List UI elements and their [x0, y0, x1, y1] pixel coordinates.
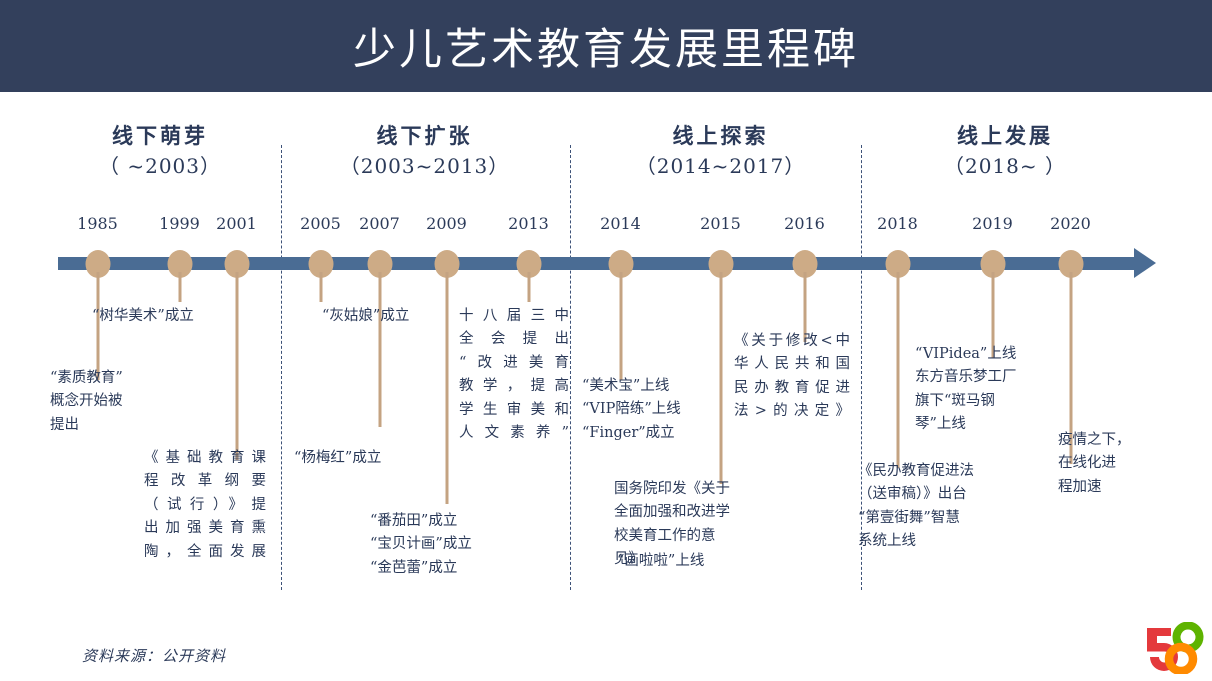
node-stem [445, 272, 448, 504]
source-note: 资料来源：公开资料 [82, 647, 227, 665]
timeline-canvas: 线下萌芽 （ ~2003） 线下扩张 （2003~2013） 线上探索 （201… [0, 92, 1212, 681]
phase-header-3: 线上探索 （2014~2017） [588, 122, 853, 179]
note-2020: 疫情之下， 在线化进 程加速 [1058, 432, 1131, 495]
year-label: 2018 [877, 214, 918, 233]
note-2005: “灰姑娘”成立 [322, 308, 410, 324]
node-stem [619, 272, 622, 380]
page-header: 少儿艺术教育发展里程碑 [0, 0, 1212, 92]
note-2016: 《关于修改<中 华人民共和国 民办教育促进 法>的决定》 [734, 333, 850, 420]
node-stem [378, 272, 381, 427]
year-label: 2016 [784, 214, 825, 233]
node-stem [319, 272, 322, 302]
year-label: 1999 [159, 214, 200, 233]
note-2009: “番茄田”成立 “宝贝计画”成立 “金芭蕾”成立 [370, 513, 472, 576]
note-2019: “VIPidea”上线 东方音乐梦工厂 旗下“斑马钢 琴”上线 [915, 346, 1017, 433]
phase-range: （ ~2003） [98, 154, 221, 179]
node-stem [991, 272, 994, 358]
year-label: 2001 [216, 214, 257, 233]
phase-header-2: 线下扩张 （2003~2013） [292, 122, 557, 179]
year-label: 2019 [972, 214, 1013, 233]
node-stem [235, 272, 238, 460]
phase-divider-3 [861, 145, 862, 590]
page-title: 少儿艺术教育发展里程碑 [353, 25, 859, 75]
timeline-axis [58, 257, 1138, 270]
year-label: 2005 [300, 214, 341, 233]
phase-divider-1 [281, 145, 282, 590]
year-label: 2015 [700, 214, 741, 233]
node-stem [719, 272, 722, 484]
note-2007: “杨梅红”成立 [294, 450, 382, 466]
note-2013: 十八届三中 全会提出 “改进美育 教学，提高 学生审美和 人文素养” [459, 308, 569, 442]
node-stem [178, 272, 181, 302]
phase-range: （2014~2017） [635, 154, 806, 179]
year-label: 2009 [426, 214, 467, 233]
node-stem [1069, 272, 1072, 464]
year-label: 1985 [77, 214, 118, 233]
note-2001: 《基础教育课 程改革纲要 （试行）》提 出加强美育熏 陶，全面发展 [144, 450, 266, 560]
phase-name: 线上探索 [672, 123, 769, 148]
phase-name: 线下扩张 [376, 123, 473, 148]
node-stem [527, 272, 530, 302]
year-label: 2013 [508, 214, 549, 233]
year-label: 2007 [359, 214, 400, 233]
note-1985: “素质教育” 概念开始被 提出 [50, 370, 123, 433]
note-1999: “树华美术”成立 [92, 308, 194, 324]
note-2014: “美术宝”上线 “VIP陪练”上线 “Finger”成立 [582, 378, 681, 441]
node-stem [96, 272, 99, 380]
note-2018: 《民办教育促进法 （送审稿）》出台 “第壹街舞”智慧 系统上线 [858, 463, 974, 550]
note-2015-guowuyuan: 国务院印发《关于 全面加强和改进学 校美育工作的意 见》 [614, 481, 730, 568]
node-stem [896, 272, 899, 468]
phase-header-1: 线下萌芽 （ ~2003） [45, 122, 275, 179]
timeline-arrow-icon [1134, 248, 1156, 278]
note-2015-hualala: “画啦啦”上线 [617, 553, 705, 569]
58-logo [1143, 621, 1205, 676]
node-stem [803, 272, 806, 342]
year-label: 2020 [1050, 214, 1091, 233]
year-label: 2014 [600, 214, 641, 233]
phase-range: （2018~ ） [943, 154, 1066, 179]
phase-name: 线上发展 [957, 123, 1053, 148]
phase-divider-2 [570, 145, 571, 590]
phase-header-4: 线上发展 （2018~ ） [880, 122, 1130, 179]
phase-range: （2003~2013） [339, 154, 510, 179]
phase-name: 线下萌芽 [112, 123, 208, 148]
